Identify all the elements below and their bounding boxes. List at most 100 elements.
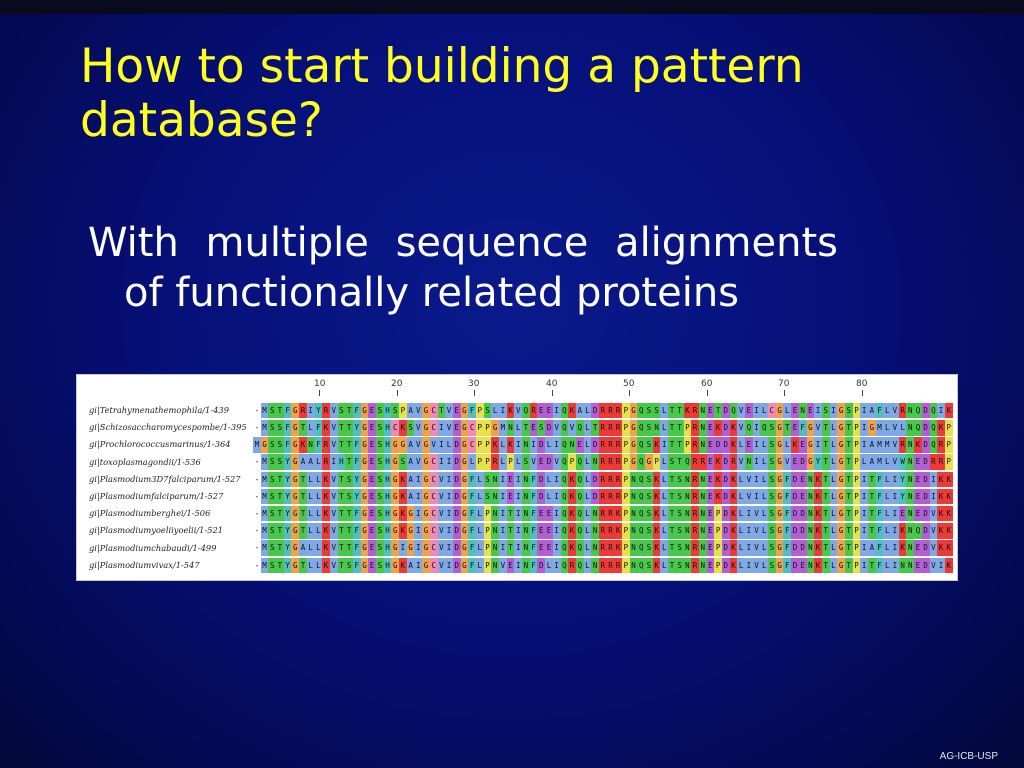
residue: K: [322, 420, 330, 436]
residue: E: [537, 540, 546, 556]
residue: I: [445, 471, 453, 488]
residue: V: [814, 420, 822, 436]
residue: N: [906, 557, 915, 574]
residue: D: [721, 540, 730, 556]
residue: S: [406, 420, 415, 436]
residue: R: [729, 454, 738, 470]
residue: T: [506, 505, 515, 522]
residue: L: [883, 505, 892, 522]
residue: Q: [929, 420, 938, 436]
residue: G: [291, 505, 300, 522]
residue: T: [345, 523, 353, 539]
residue: V: [329, 402, 338, 419]
residue: M: [260, 420, 269, 436]
residue: Q: [637, 471, 646, 488]
residue: K: [399, 523, 407, 539]
residue: K: [729, 505, 738, 522]
residue: K: [399, 557, 407, 574]
residue: -: [253, 523, 261, 539]
residue: A: [299, 540, 307, 556]
sequence-name: gi|Plasmodium3D7falciparum/1-527: [89, 473, 241, 484]
residue: S: [268, 505, 277, 522]
residue: A: [406, 402, 415, 419]
residue: I: [937, 557, 945, 574]
residue: L: [545, 488, 553, 505]
residue: G: [422, 488, 430, 505]
residue: Y: [898, 488, 907, 505]
residue: N: [698, 402, 707, 419]
residue: C: [768, 402, 776, 419]
residue: E: [368, 488, 376, 505]
residue: S: [268, 540, 277, 556]
residue: N: [491, 505, 499, 522]
residue: K: [614, 540, 622, 556]
residue: R: [606, 557, 615, 574]
residue: S: [675, 505, 684, 522]
residue: I: [414, 488, 423, 505]
residue: F: [468, 471, 476, 488]
residue: E: [537, 505, 546, 522]
residue: V: [752, 557, 761, 574]
residue: N: [806, 471, 815, 488]
residue: T: [668, 437, 676, 453]
sequence-name: gi|toxoplasmagondii/1-536: [89, 456, 201, 467]
residue: N: [683, 488, 692, 505]
residue: T: [844, 454, 853, 470]
residue: K: [937, 488, 945, 505]
residue: F: [529, 505, 538, 522]
residue: G: [391, 557, 400, 574]
residue: Y: [352, 420, 361, 436]
residue: Y: [352, 471, 361, 488]
residue: S: [268, 402, 277, 419]
residue: V: [737, 454, 745, 470]
residue: L: [737, 557, 745, 574]
residue: V: [783, 454, 792, 470]
residue: -: [253, 454, 261, 470]
residue: Q: [560, 557, 569, 574]
residue: T: [337, 471, 346, 488]
residue: F: [875, 402, 884, 419]
residue: E: [798, 488, 807, 505]
ruler-label: 60: [701, 379, 713, 389]
residue: L: [583, 420, 592, 436]
residue: S: [268, 523, 277, 539]
residue: I: [552, 505, 561, 522]
residue: I: [891, 540, 899, 556]
residue: I: [437, 420, 446, 436]
residue: G: [460, 471, 469, 488]
residue: S: [768, 557, 776, 574]
residue: K: [322, 557, 330, 574]
residue: T: [668, 557, 676, 574]
residue: Q: [560, 505, 569, 522]
residue: F: [468, 523, 476, 539]
residue: P: [944, 454, 953, 470]
residue: L: [760, 557, 769, 574]
residue: V: [329, 557, 338, 574]
residue: S: [645, 402, 653, 419]
residue: G: [422, 540, 430, 556]
residue: T: [337, 523, 346, 539]
residue: S: [675, 540, 684, 556]
residue: E: [791, 454, 799, 470]
residue: S: [268, 488, 277, 505]
residue: D: [921, 523, 930, 539]
residue: N: [698, 488, 707, 505]
residue: K: [729, 437, 738, 453]
residue: R: [598, 540, 607, 556]
residue: G: [291, 454, 300, 470]
residue: T: [506, 540, 515, 556]
residue: R: [598, 505, 607, 522]
residue: I: [514, 471, 523, 488]
residue: Q: [575, 523, 584, 539]
residue: I: [752, 402, 761, 419]
residue: D: [791, 557, 799, 574]
residue: E: [706, 420, 715, 436]
residue: E: [706, 523, 715, 539]
residue: L: [883, 454, 892, 470]
residue: L: [660, 540, 669, 556]
residue: L: [499, 454, 507, 470]
residue: S: [376, 471, 384, 488]
residue: S: [483, 488, 492, 505]
residue: Q: [560, 402, 569, 419]
residue: S: [645, 488, 653, 505]
